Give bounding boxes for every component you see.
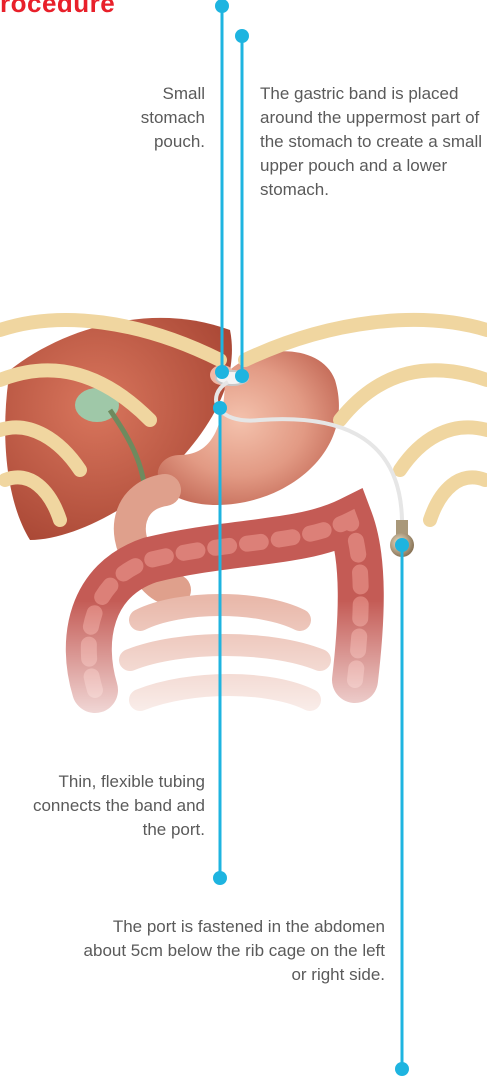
leader-dot-top	[235, 29, 249, 43]
leader-dot-end	[235, 369, 249, 383]
leader-dot-end	[215, 365, 229, 379]
leader-dot-top	[213, 401, 227, 415]
callout-port: The port is fastened in the abdomen abou…	[80, 915, 385, 987]
callout-tubing: Thin, flexible tubing connects the band …	[10, 770, 205, 842]
leader-dot-top	[395, 538, 409, 552]
callout-small-stomach-pouch: Small stomach pouch.	[110, 82, 205, 154]
leader-pouch	[215, 0, 229, 379]
callout-gastric-band: The gastric band is placed around the up…	[260, 82, 485, 202]
leader-dot-end	[213, 871, 227, 885]
leader-band	[235, 29, 249, 383]
leader-dot-end	[395, 1062, 409, 1076]
leader-dot-top	[215, 0, 229, 13]
fade-overlay	[0, 600, 487, 750]
